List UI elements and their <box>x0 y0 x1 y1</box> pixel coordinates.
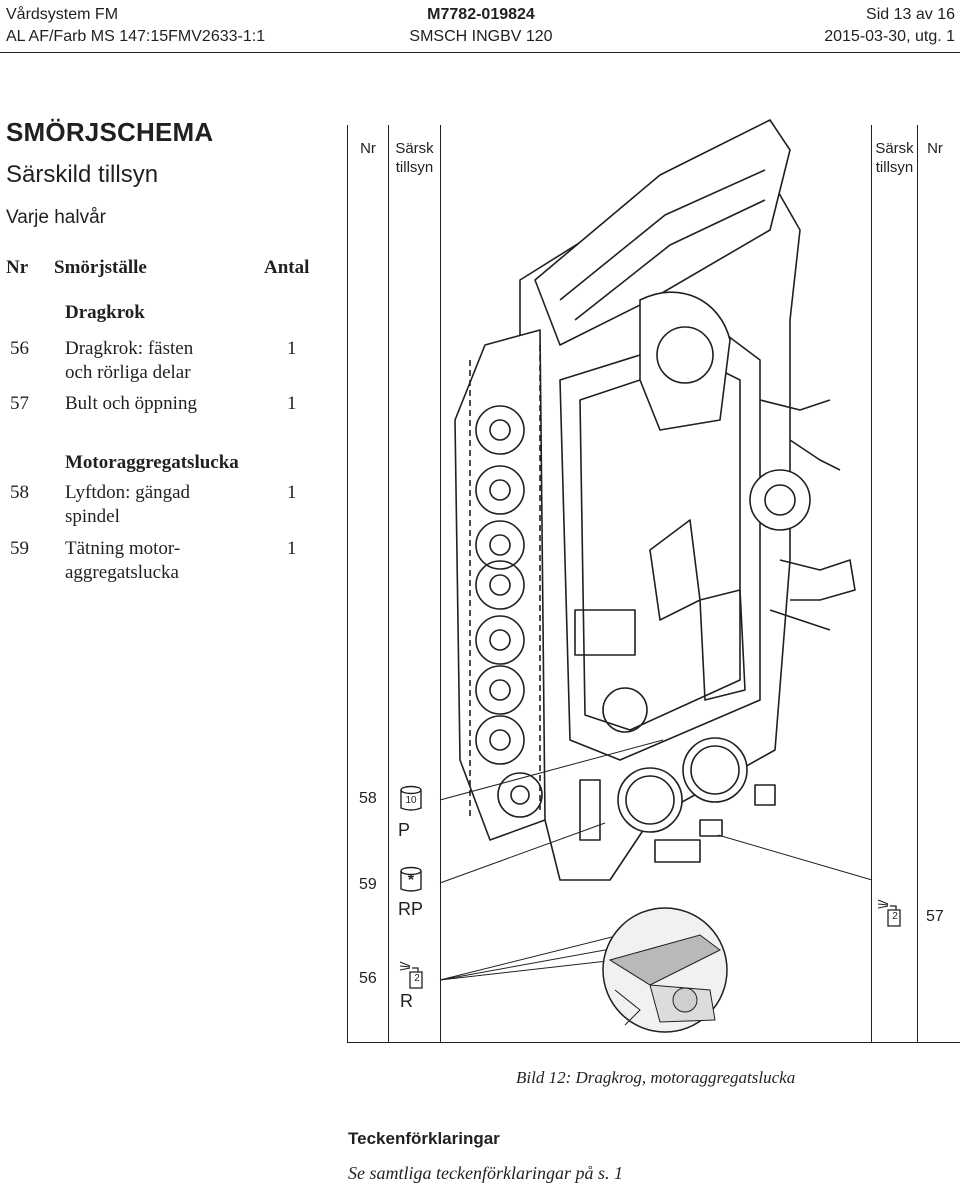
row-nr: 56 <box>10 338 29 359</box>
column-header-special-left-line2: tillsyn <box>395 159 434 176</box>
marker-number: 58 <box>359 790 377 807</box>
frame-column-divider <box>917 125 918 1043</box>
spray-can-icon <box>399 961 423 989</box>
row-count: 1 <box>287 393 297 414</box>
symbol-label: R <box>400 991 413 1011</box>
header-divider <box>0 52 960 53</box>
can-capacity: 2 <box>414 973 420 984</box>
row-place: Bult och öppning <box>65 393 197 414</box>
grease-can-icon <box>400 866 422 892</box>
document-reference: AL AF/Farb MS 147:15FMV2633-1:1 <box>6 28 266 45</box>
legend-title: Teckenförklaringar <box>348 1129 500 1148</box>
row-nr: 58 <box>10 482 29 503</box>
spray-can-icon <box>877 899 901 927</box>
row-place-continued: aggregatslucka <box>65 562 179 583</box>
column-header-place: Smörjställe <box>54 257 147 278</box>
column-header-count: Antal <box>264 257 310 278</box>
system-name: Vårdsystem FM <box>6 6 119 23</box>
section-heading: Dragkrok <box>65 302 145 323</box>
figure-caption: Bild 12: Dragkrog, motoraggregatslucka <box>516 1068 796 1087</box>
column-header-special-left: Särsk <box>395 140 434 157</box>
page-number: Sid 13 av 16 <box>866 6 955 23</box>
column-header-nr: Nr <box>6 257 29 278</box>
document-title: SMSCH INGBV 120 <box>409 28 553 45</box>
page-subtitle: Särskild tillsyn <box>6 161 159 188</box>
page-title: SMÖRJSCHEMA <box>6 117 214 147</box>
row-place-continued: och rörliga delar <box>65 362 191 383</box>
column-header-nr-left: Nr <box>360 140 376 157</box>
row-nr: 57 <box>10 393 29 414</box>
column-header-special-right: Särsk <box>875 140 914 157</box>
marker-number: 57 <box>926 908 944 925</box>
row-place: Dragkrok: fästen <box>65 338 194 359</box>
marker-number: 59 <box>359 876 377 893</box>
row-place: Tätning motor- <box>65 538 181 559</box>
frame-bottom-border <box>347 1042 960 1043</box>
column-header-nr-right: Nr <box>927 140 943 157</box>
frame-column-divider <box>388 125 389 1043</box>
column-header-special-right-line2: tillsyn <box>875 159 914 176</box>
frame-column-divider <box>871 125 872 1043</box>
section-heading: Motoraggregatslucka <box>65 452 239 473</box>
document-number: M7782-019824 <box>427 6 535 23</box>
row-count: 1 <box>287 482 297 503</box>
row-nr: 59 <box>10 538 29 559</box>
row-count: 1 <box>287 338 297 359</box>
issue-date: 2015-03-30, utg. 1 <box>824 28 955 45</box>
symbol-label: P <box>398 820 411 840</box>
row-count: 1 <box>287 538 297 559</box>
can-marker: * <box>407 872 415 889</box>
symbol-label: RP <box>398 899 424 919</box>
frame-left-border <box>347 125 348 1043</box>
row-place: Lyftdon: gängad <box>65 482 191 503</box>
oil-can-icon <box>400 785 422 811</box>
can-capacity: 10 <box>405 795 417 806</box>
service-interval: Varje halvår <box>6 207 106 228</box>
frame-column-divider <box>440 125 441 1043</box>
row-place-continued: spindel <box>65 506 120 527</box>
can-capacity: 2 <box>892 911 898 922</box>
marker-number: 56 <box>359 970 377 987</box>
legend-reference: Se samtliga teckenförklaringar på s. 1 <box>348 1163 623 1183</box>
